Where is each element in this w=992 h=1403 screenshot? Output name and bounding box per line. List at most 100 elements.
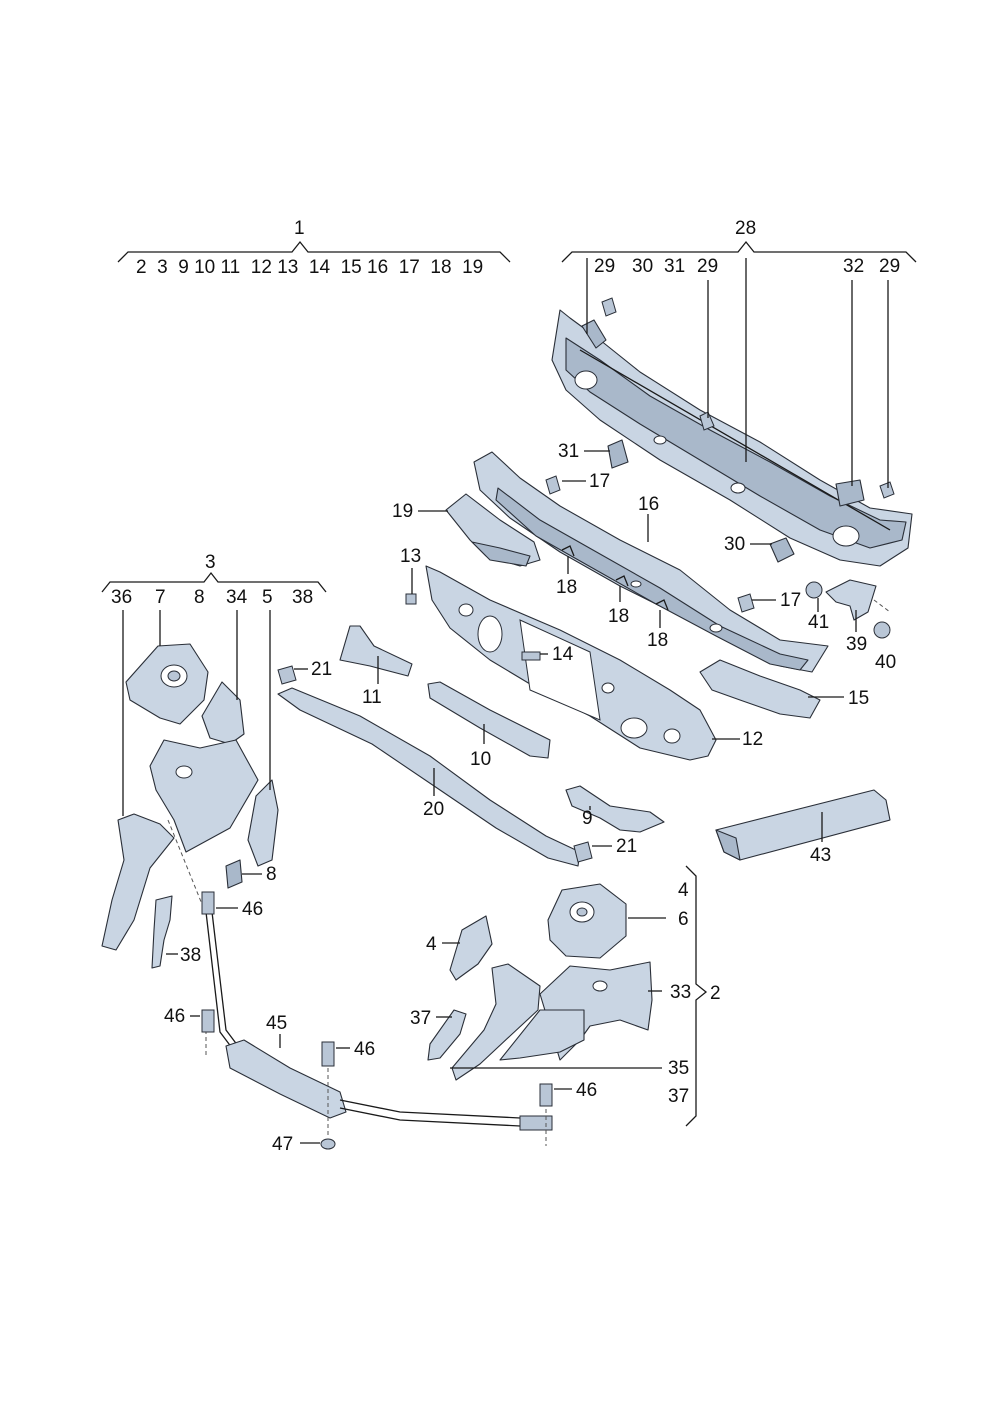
bracket-part-30: [769, 537, 795, 563]
callout-20: 20: [423, 799, 444, 820]
bracket-part-11: [339, 625, 413, 677]
bar-part-20: [277, 687, 581, 867]
group-1-label: 1: [294, 218, 305, 239]
callout-47: 47: [272, 1134, 293, 1155]
callout-19: 19: [392, 501, 413, 522]
bolt-part-13: [405, 593, 417, 605]
callout-30: 30: [724, 534, 745, 555]
callout-18c: 18: [647, 630, 668, 651]
callout-17a: 17: [589, 471, 610, 492]
callout-39: 39: [846, 634, 867, 655]
group-3-member-36: 36: [111, 587, 132, 608]
group-2-member-6: 6: [678, 909, 689, 930]
plate-part-5: [247, 779, 279, 867]
callout-labels: 31 17 16 18 18 18 30 17 41 39 40 15 43 1…: [164, 441, 896, 1155]
clip-part-17a: [545, 475, 561, 495]
callout-4b: 4: [426, 934, 437, 955]
callout-41: 41: [808, 612, 829, 633]
callout-40: 40: [875, 652, 896, 673]
bracket-part-15: [699, 659, 821, 719]
group-28-member-29c: 29: [879, 256, 900, 277]
cross-member-part-16: [473, 451, 829, 673]
group-2-member-33: 33: [670, 982, 691, 1003]
bolt-part-46b: [201, 1009, 215, 1033]
brace-part-38: [151, 895, 173, 969]
callout-46d: 46: [576, 1080, 597, 1101]
group-3-member-5: 5: [262, 587, 273, 608]
bracket-part-4: [449, 915, 493, 981]
callout-46c: 46: [354, 1039, 375, 1060]
group-3-member-38: 38: [292, 587, 313, 608]
bracket-part-19: [445, 493, 541, 567]
bolt-part-46d: [539, 1083, 553, 1107]
group-3-member-8: 8: [194, 587, 205, 608]
group-28-member-29a: 29: [594, 256, 615, 277]
callout-31: 31: [558, 441, 579, 462]
callout-18a: 18: [556, 577, 577, 598]
clip-part-29b: [699, 411, 715, 431]
callout-21b: 21: [616, 836, 637, 857]
group-2-member-35: 35: [668, 1058, 689, 1079]
group-3-member-34: 34: [226, 587, 248, 608]
nut-part-21a: [277, 665, 297, 685]
group-28-member-31: 31: [664, 256, 685, 277]
callout-14: 14: [552, 644, 574, 665]
group-1-members: 2 3 9 10 11 12 13 14 15 16 17 18 19: [136, 257, 483, 278]
group-2-member-4: 4: [678, 880, 689, 901]
bolt-part-46c: [321, 1041, 335, 1067]
bracket-part-31: [607, 439, 629, 469]
nut-part-41: [805, 581, 823, 599]
nut-part-40: [873, 621, 891, 639]
brace-part-37: [427, 1009, 467, 1061]
bracket-part-9: [565, 785, 665, 833]
group-28-member-32: 32: [843, 256, 864, 277]
group-3-label: 3: [205, 552, 216, 573]
callout-46b: 46: [164, 1006, 185, 1027]
callout-16: 16: [638, 494, 659, 515]
clip-part-17b: [737, 593, 755, 613]
callout-8: 8: [266, 864, 277, 885]
group-28-bracket: 28 29 30 31 29 32 29: [561, 218, 917, 277]
clip-part-29a: [581, 297, 617, 349]
callout-13: 13: [400, 546, 421, 567]
callout-9: 9: [582, 808, 593, 829]
group-2-label: 2: [710, 983, 721, 1004]
plenum-panel-part-28: [551, 309, 913, 567]
callout-21a: 21: [311, 659, 332, 680]
beam-part-43: [715, 789, 891, 861]
washer-part-47: [320, 1138, 336, 1150]
group-2-bracket: 2 4 6 33 35 37: [668, 865, 721, 1127]
group-3-member-7: 7: [155, 587, 166, 608]
group-3-bracket: 3 36 7 8 34 5 38: [101, 552, 327, 608]
group-28-member-29b: 29: [697, 256, 718, 277]
callout-46a: 46: [242, 899, 263, 920]
clip-part-18c: [655, 599, 669, 611]
group-28-member-30: 30: [632, 256, 653, 277]
callout-37b: 37: [410, 1008, 431, 1029]
strut-mount-part-7: [125, 643, 209, 725]
callout-18b: 18: [608, 606, 629, 627]
group-2-member-37: 37: [668, 1086, 689, 1107]
strut-bar-part-45: [167, 819, 553, 1146]
member-part-35: [451, 963, 585, 1081]
plate-part-10: [427, 681, 551, 759]
callout-38: 38: [180, 945, 201, 966]
bolt-part-14: [521, 651, 541, 661]
bracket-part-8: [225, 859, 243, 889]
clip-part-18b: [615, 575, 629, 587]
bulkhead-panel-part-12: [425, 565, 717, 761]
group-1-bracket: 1 2 3 9 10 11 12 13 14 15 16 17 18 19: [117, 218, 511, 278]
leader-lines: [122, 258, 889, 1144]
member-part-36: [101, 813, 175, 951]
bolt-part-46a: [201, 891, 215, 915]
bracket-part-39: [825, 579, 891, 621]
clip-part-18a: [561, 545, 575, 557]
callout-11: 11: [362, 687, 382, 708]
callout-10: 10: [470, 749, 491, 770]
callout-15: 15: [848, 688, 869, 709]
nut-part-21b: [573, 841, 593, 863]
group-28-label: 28: [735, 218, 756, 239]
wheel-house-part-34: [149, 681, 259, 853]
strut-mount-part-6: [547, 883, 627, 959]
